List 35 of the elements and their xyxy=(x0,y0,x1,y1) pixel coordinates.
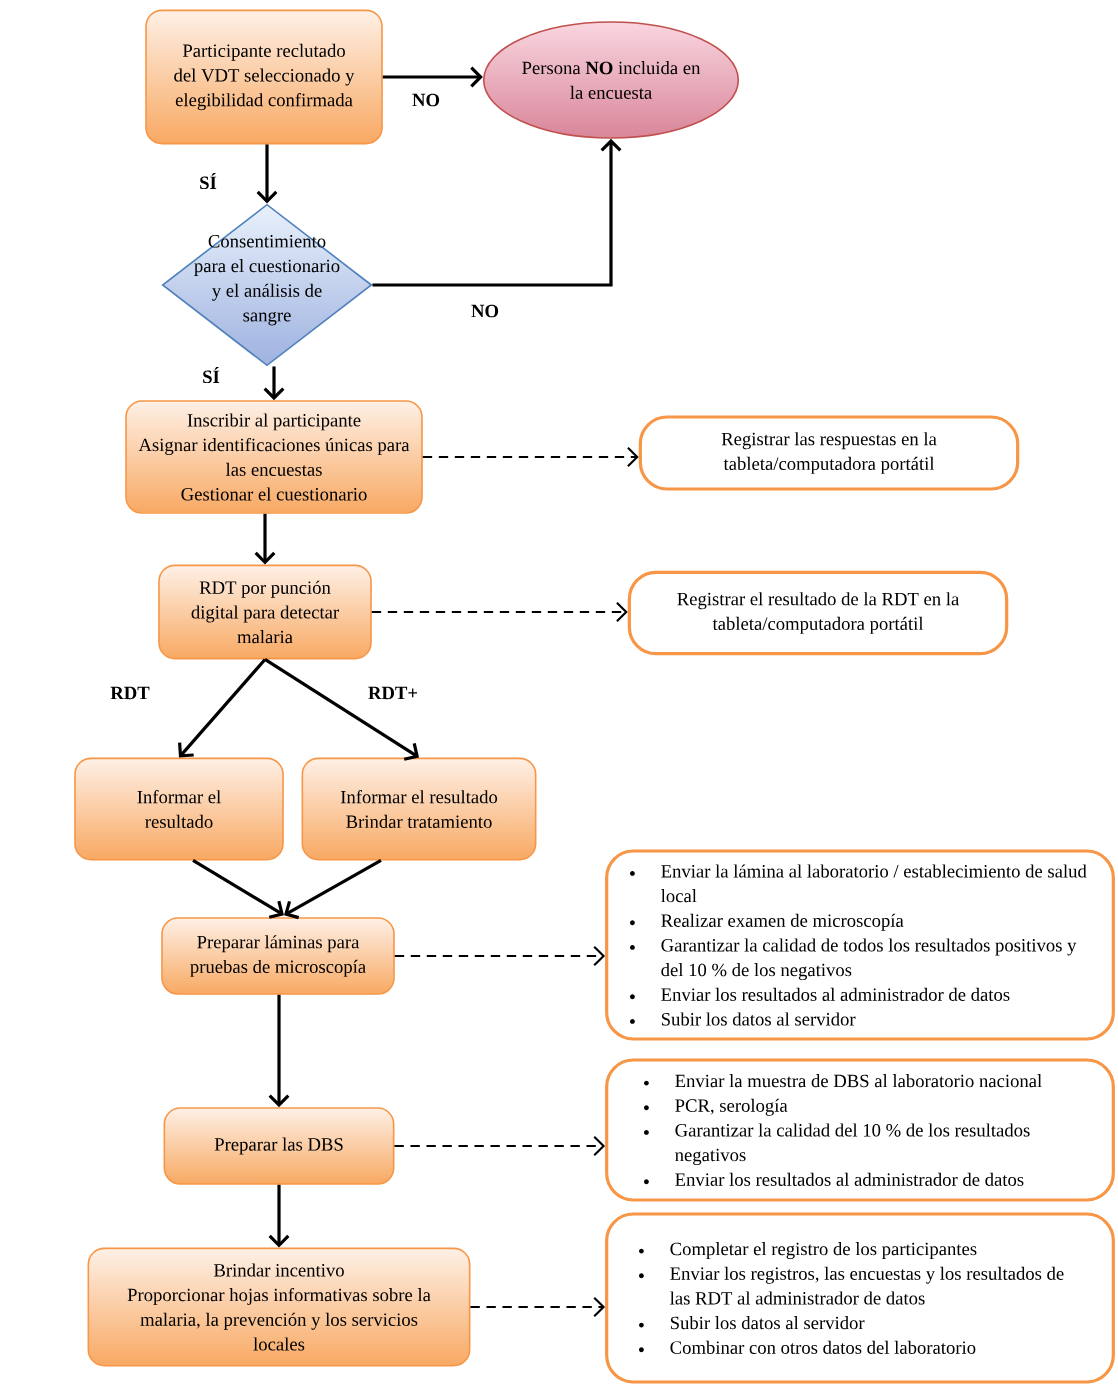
edge-label: SÍ xyxy=(200,365,222,385)
bullet-list-box: Enviar la muestra de DBS al laboratorio nacional PCR, serología Garantizar la calidad del 10 % de los resultados negativos Enviar los resultados al administrador de datos xyxy=(605,1058,1115,1202)
arrow xyxy=(394,1135,606,1157)
arrow xyxy=(264,658,419,761)
edge-label: SÍ xyxy=(197,171,219,191)
arrow xyxy=(268,994,290,1108)
process-box: Informar el resultado Brindar tratamiento xyxy=(301,757,537,861)
process-box: Preparar las DBS xyxy=(163,1107,395,1185)
arrow xyxy=(422,446,639,468)
bullet-list-box: Completar el registro de los participantes Enviar los registros, las encuestas y los resultados de las RDT al administrador de datos Subir los datos al servidor Combinar con otros datos del laboratorio xyxy=(605,1212,1115,1384)
arrow xyxy=(371,601,628,623)
arrow xyxy=(470,1296,606,1318)
edge-label: NO xyxy=(410,92,442,108)
process-box: Preparar láminas para pruebas de microscopía xyxy=(161,917,395,995)
bullet-list-box: Enviar la lámina al laboratorio / establecimiento de salud local Realizar examen de microscopía Garantizar la calidad de todos los resultados positivos y del 10 % de los negativos Enviar los resultados al administrador de datos Subir los datos al servidor xyxy=(605,849,1115,1041)
process-box: Brindar incentivo Proporcionar hojas informativas sobre la malaria, la prevención y los servicios locales xyxy=(87,1247,471,1367)
arrow xyxy=(254,513,276,565)
edge-label: NO xyxy=(469,303,501,319)
arrow xyxy=(178,658,267,758)
note-box: Registrar las respuestas en la tableta/computadora portátil xyxy=(638,415,1020,491)
note-box: Registrar el resultado de la RDT en la tableta/computadora portátil xyxy=(627,570,1009,656)
edge-label: RDT xyxy=(108,685,152,701)
arrow xyxy=(268,1184,290,1248)
process-box: RDT por punción digital para detectar malaria xyxy=(158,564,372,660)
arrow xyxy=(382,66,483,88)
process-box: Participante reclutado del VDT seleccionado y elegibilidad confirmada xyxy=(145,9,383,145)
arrow xyxy=(256,144,278,204)
arrow xyxy=(192,859,284,919)
arrow xyxy=(263,366,285,401)
arrow xyxy=(284,859,382,920)
process-box: Inscribir al participante Asignar identificaciones únicas para las encuestas Gestionar el cuestionario xyxy=(125,400,423,514)
arrow xyxy=(372,138,622,287)
process-box: Informar el resultado xyxy=(74,757,284,861)
edge-label: RDT+ xyxy=(366,685,420,701)
arrow xyxy=(394,945,606,967)
